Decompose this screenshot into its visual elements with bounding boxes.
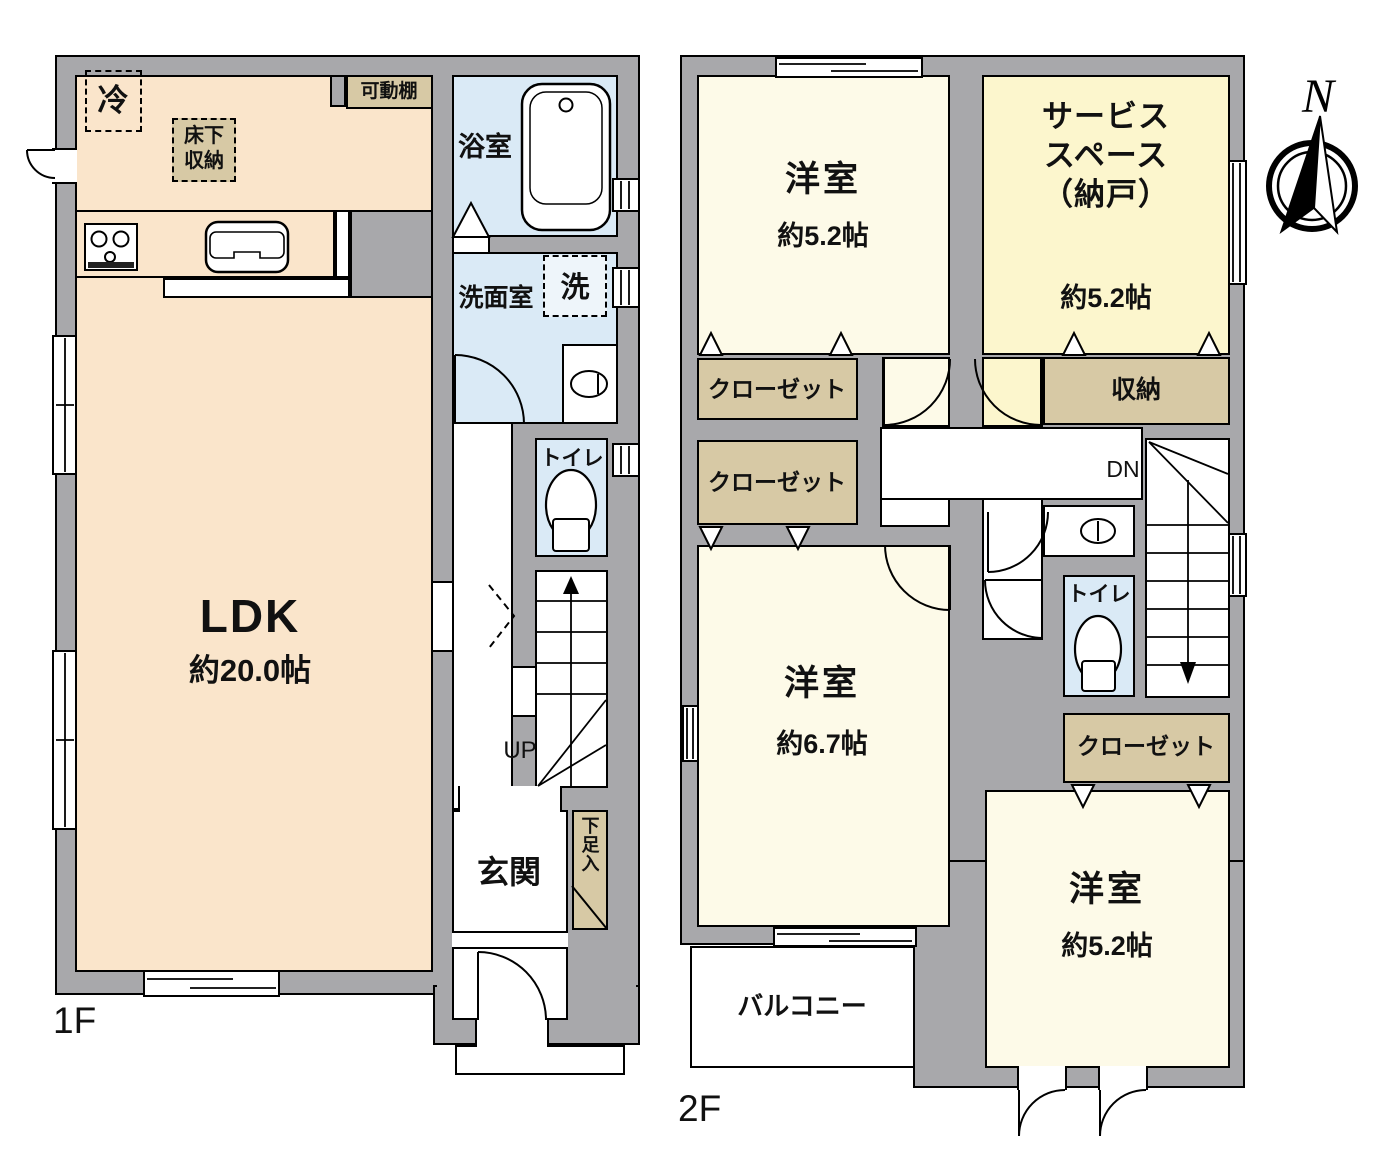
kitchen-counter-front bbox=[163, 278, 350, 298]
room-bedroom-se bbox=[985, 790, 1230, 1068]
label-bedroom-w-size: 約6.7帖 bbox=[776, 729, 868, 759]
storage-shuunou bbox=[1043, 357, 1230, 425]
kitchen-wall-stub bbox=[350, 210, 433, 298]
label-floor1: 1F bbox=[53, 1000, 97, 1041]
refrigerator-space bbox=[85, 70, 142, 132]
window-bedroom-w-balcony bbox=[773, 927, 917, 947]
room-bedroom-nw bbox=[697, 75, 950, 355]
label-service-size: 約5.2帖 bbox=[1060, 283, 1152, 313]
staircase-2f bbox=[1145, 438, 1230, 698]
label-closet-nw: クローゼット bbox=[708, 376, 846, 402]
label-closet-se: クローゼット bbox=[1077, 733, 1215, 759]
entrance-vestibule bbox=[452, 949, 568, 1020]
opening-bedroom-se-door1 bbox=[1017, 1066, 1067, 1090]
label-service-line2: スペース bbox=[1043, 137, 1169, 173]
label-service-line1: サービス bbox=[1042, 99, 1170, 134]
balcony bbox=[690, 946, 915, 1068]
compass-icon: N bbox=[1266, 70, 1358, 235]
entrance-step bbox=[452, 931, 568, 949]
label-underfloor-line1: 床下 bbox=[184, 125, 224, 147]
label-fridge: 冷 bbox=[97, 83, 129, 118]
label-shoe-box: 下足入 bbox=[579, 816, 600, 873]
hallway-2f-main bbox=[880, 427, 1143, 500]
opening-kitchen-service-door bbox=[52, 148, 77, 184]
label-stairs-dn: DN bbox=[1106, 456, 1140, 482]
label-service-space: サービス スペース （納戸） bbox=[1042, 98, 1170, 214]
kitchen-service-door-arc bbox=[26, 149, 56, 179]
label-bedroom-nw: 洋室 bbox=[784, 160, 862, 199]
bedroom-se-door-arc-1 bbox=[1018, 1089, 1066, 1137]
service-space-door-alcove bbox=[982, 357, 1043, 427]
label-ldk: LDK bbox=[199, 590, 301, 642]
label-storage: 収納 bbox=[1110, 376, 1162, 404]
room-entrance bbox=[452, 810, 568, 933]
washbasin-nook-2f bbox=[1043, 505, 1135, 557]
kitchen-counter-end bbox=[335, 210, 350, 278]
compass-north-label: N bbox=[1301, 70, 1337, 123]
label-underfloor-line2: 収納 bbox=[184, 150, 224, 172]
opening-bedroom-se-door2 bbox=[1098, 1066, 1148, 1090]
hallway-2f-vert bbox=[982, 500, 1043, 640]
label-washer: 洗 bbox=[560, 272, 590, 304]
staircase-1f bbox=[535, 570, 608, 788]
label-ldk-size: 約20.0帖 bbox=[188, 653, 312, 688]
window-bedroom-w-left bbox=[682, 705, 699, 762]
label-bedroom-nw-size: 約5.2帖 bbox=[777, 221, 869, 251]
closet-se bbox=[1063, 713, 1230, 783]
label-toilet-2f: トイレ bbox=[1067, 583, 1131, 606]
opening-ldk-hall bbox=[433, 581, 452, 652]
label-floor2: 2F bbox=[678, 1088, 722, 1129]
window-ldk-bottom bbox=[143, 970, 280, 997]
label-bedroom-se-size: 約5.2帖 bbox=[1061, 931, 1153, 961]
label-underfloor-storage: 床下 収納 bbox=[184, 124, 224, 174]
window-service-space-right bbox=[1228, 160, 1247, 285]
label-toilet-1f: トイレ bbox=[540, 447, 604, 470]
label-bedroom-se: 洋室 bbox=[1068, 870, 1146, 909]
hallway-2f-mid bbox=[880, 500, 950, 527]
washer-space bbox=[543, 255, 607, 317]
label-service-line3: （納戸） bbox=[1042, 176, 1170, 212]
room-service-space bbox=[982, 75, 1230, 355]
window-bedroom-nw-top bbox=[775, 57, 923, 78]
opening-hall-entrance bbox=[458, 786, 562, 812]
entrance-porch bbox=[455, 1045, 625, 1075]
label-bath: 浴室 bbox=[458, 132, 512, 162]
window-stairs-2f-right bbox=[1228, 533, 1247, 597]
window-washroom bbox=[612, 267, 640, 308]
window-toilet-1f bbox=[612, 443, 640, 477]
window-ldk-left-2 bbox=[52, 650, 77, 830]
label-movable-shelf: 可動棚 bbox=[360, 81, 418, 102]
closet-nw bbox=[697, 358, 858, 420]
label-closet-w: クローゼット bbox=[708, 469, 846, 495]
opening-front-door bbox=[475, 1018, 549, 1047]
shelf-wall-stub bbox=[330, 75, 346, 107]
kitchen-counter bbox=[75, 210, 335, 278]
window-ldk-left-1 bbox=[52, 335, 77, 475]
opening-stairs-entry bbox=[513, 666, 535, 717]
label-bedroom-w: 洋室 bbox=[783, 664, 861, 703]
label-washroom: 洗面室 bbox=[458, 284, 534, 312]
movable-shelf bbox=[346, 75, 433, 109]
bedroom-nw-door-alcove bbox=[882, 357, 950, 427]
label-stairs-up: UP bbox=[503, 737, 537, 764]
label-balcony: バルコニー bbox=[737, 991, 867, 1021]
label-entrance: 玄関 bbox=[476, 854, 542, 890]
closet-w bbox=[697, 440, 858, 525]
underfloor-storage bbox=[172, 118, 236, 182]
window-bath bbox=[612, 178, 640, 212]
bedroom-se-door-arc-2 bbox=[1099, 1089, 1147, 1137]
opening-bath-door bbox=[452, 237, 490, 252]
